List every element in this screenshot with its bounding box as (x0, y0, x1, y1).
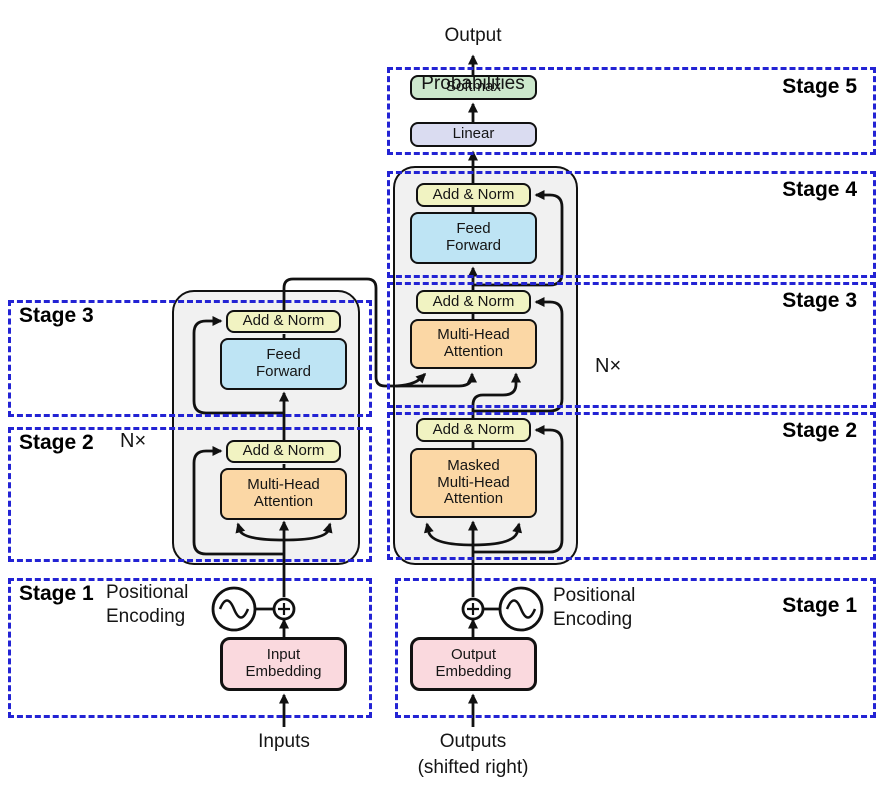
arrow-query-to-decoder-attention (471, 372, 521, 418)
decoder-feed-forward-block: Feed Forward (410, 212, 537, 264)
decoder-add-norm-stage3: Add & Norm (416, 290, 531, 314)
sine-wave-left-icon (218, 599, 250, 619)
residual-loop-stage2-left (192, 446, 284, 556)
output-probabilities-label: Output Probabilities (383, 0, 563, 96)
plus-icon-right (467, 603, 479, 615)
outputs-label: Outputs (439, 731, 507, 752)
positional-encoding-label-right: Positional Encoding (553, 585, 636, 630)
arrow-mhal-branch-right (283, 522, 333, 542)
residual-loop-stage3-right (473, 297, 564, 413)
inputs-label: Inputs (258, 731, 310, 752)
encoder-multi-head-attention-block: Multi-Head Attention (220, 468, 347, 520)
residual-loop-stage2-right (473, 425, 564, 554)
residual-loop-stage3-left (192, 316, 284, 415)
output-label-line1: Output (444, 25, 502, 46)
encoder-feed-forward-block: Feed Forward (220, 338, 347, 390)
residual-loop-stage4-right (473, 190, 564, 287)
encoder-add-norm-stage3: Add & Norm (226, 310, 341, 333)
softmax-block: Softmax (410, 75, 537, 100)
decoder-masked-multi-head-attention-block: Masked Multi-Head Attention (410, 448, 537, 518)
plus-icon-left (278, 603, 290, 615)
positional-encoding-label-left: Positional Encoding (106, 582, 189, 627)
arrow-maskedmha-branch-right (472, 522, 523, 547)
arrow-mhal-branch-left (235, 522, 285, 542)
linear-block: Linear (410, 122, 537, 147)
decoder-add-norm-stage2: Add & Norm (416, 418, 531, 442)
arrow-encoder-to-decoder-left (395, 372, 427, 388)
arrow-encoder-to-decoder-middle (282, 277, 477, 388)
encoder-add-norm-stage2: Add & Norm (226, 440, 341, 463)
arrow-maskedmha-branch-left (423, 522, 474, 547)
sine-wave-right-icon (505, 599, 537, 619)
repeat-count-left: N× (120, 430, 147, 452)
input-embedding-block: Input Embedding (220, 637, 347, 691)
output-embedding-block: Output Embedding (410, 637, 537, 691)
outputs-shifted-right-label: (shifted right) (417, 757, 529, 778)
repeat-count-right: N× (595, 355, 622, 377)
decoder-multi-head-attention-block: Multi-Head Attention (410, 319, 537, 369)
output-label-line2: Probabilities (421, 73, 525, 94)
